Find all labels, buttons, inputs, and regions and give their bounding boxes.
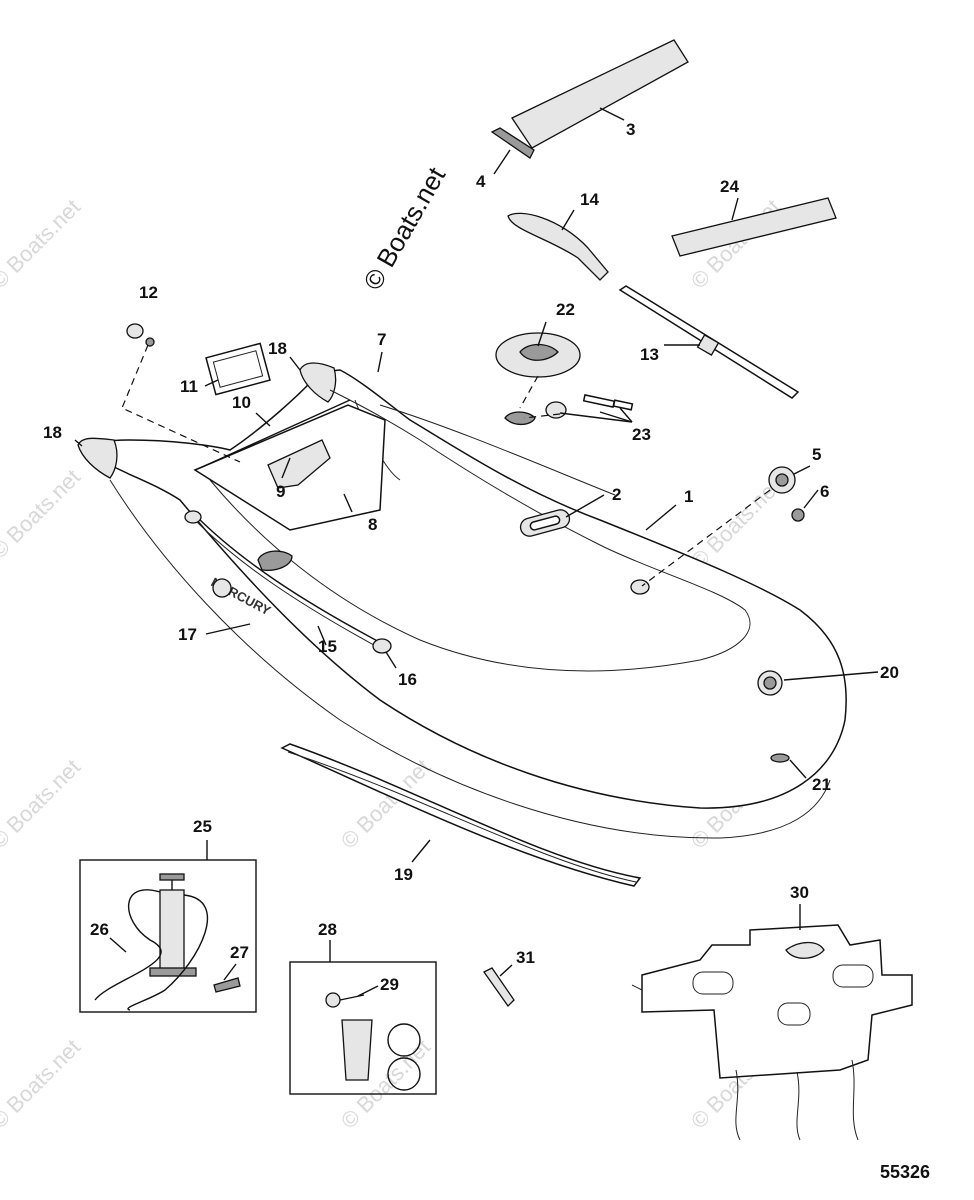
leader-lines [74, 107, 879, 997]
callout-25: 25 [193, 817, 212, 836]
callout-31: 31 [516, 948, 535, 967]
callout-30: 30 [790, 883, 809, 902]
watermark: © Boats.net [686, 474, 785, 573]
drawing-number: 55326 [880, 1162, 930, 1182]
repair-kit [289, 961, 437, 1095]
callout-20: 20 [880, 663, 899, 682]
callout-8: 8 [368, 515, 377, 534]
callout-12: 12 [139, 283, 158, 302]
valve-stem [791, 508, 805, 522]
callout-15: 15 [318, 637, 337, 656]
callout-17: 17 [178, 625, 197, 644]
copyright-text: © Boats.net [357, 161, 451, 295]
callout-14: 14 [580, 190, 599, 209]
callout-28: 28 [318, 920, 337, 939]
seat-bracket [490, 127, 535, 159]
seat-board [511, 39, 689, 149]
callout-5: 5 [812, 445, 821, 464]
callouts: 1 2 3 4 5 6 7 8 9 10 11 12 13 14 15 16 1… [43, 120, 899, 994]
callout-13: 13 [640, 345, 659, 364]
callout-27: 27 [230, 943, 249, 962]
watermark: © Boats.net [0, 194, 85, 293]
bench-board [671, 197, 837, 257]
explode-line [519, 375, 539, 409]
watermark: © Boats.net [0, 464, 85, 563]
callout-18a: 18 [43, 423, 62, 442]
watermark: © Boats.net [0, 1034, 85, 1133]
callout-9: 9 [276, 482, 285, 501]
callout-26: 26 [90, 920, 109, 939]
callout-19: 19 [394, 865, 413, 884]
callout-21: 21 [812, 775, 831, 794]
glue-tube [483, 967, 515, 1008]
oar-blade [507, 212, 609, 281]
callout-10: 10 [232, 393, 251, 412]
callout-16: 16 [398, 670, 417, 689]
keel-strip [280, 743, 642, 887]
callout-2: 2 [612, 485, 621, 504]
callout-22: 22 [556, 300, 575, 319]
callout-3: 3 [626, 120, 635, 139]
callout-29: 29 [380, 975, 399, 994]
watermark: © Boats.net [0, 754, 85, 853]
pump-kit [79, 859, 257, 1013]
callout-4: 4 [476, 172, 486, 191]
boat-hull: MERCURY [77, 362, 847, 839]
explode-line [523, 413, 561, 419]
callout-1: 1 [684, 487, 693, 506]
callout-18b: 18 [268, 339, 287, 358]
callout-6: 6 [820, 482, 829, 501]
explode-line [641, 489, 771, 587]
transom-plate [205, 342, 271, 396]
callout-11: 11 [180, 377, 198, 396]
callout-24: 24 [720, 177, 739, 196]
callout-23: 23 [632, 425, 651, 444]
callout-7: 7 [377, 330, 386, 349]
boat-cover [631, 924, 913, 1141]
